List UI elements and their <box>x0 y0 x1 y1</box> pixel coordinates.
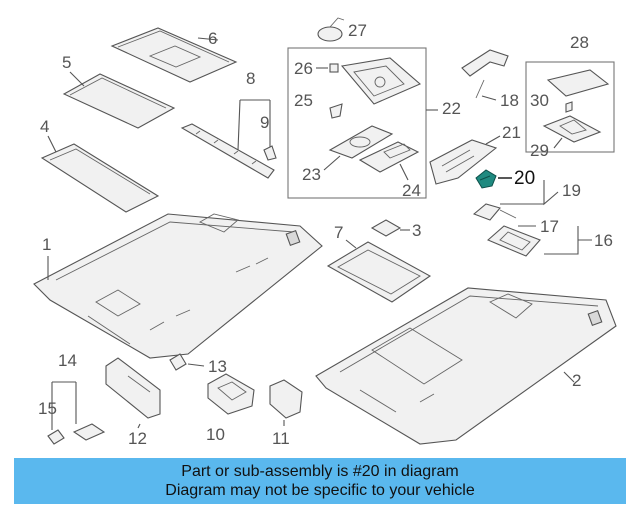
callout-15: 15 <box>38 399 57 418</box>
callout-18: 18 <box>500 91 519 110</box>
part-13-bolt <box>169 353 187 371</box>
part-26-clip <box>329 63 339 73</box>
callout-27: 27 <box>348 21 367 40</box>
part-14-holder <box>72 423 106 441</box>
part-4-pad <box>40 143 160 213</box>
callout-28: 28 <box>570 33 589 52</box>
part-7-seal <box>326 241 432 303</box>
callout-10: 10 <box>206 425 225 444</box>
part-23-lens <box>328 125 394 159</box>
leader-5 <box>69 71 85 87</box>
callout-22: 22 <box>442 99 461 118</box>
callout-5: 5 <box>62 53 71 72</box>
callout-30: 30 <box>530 91 549 110</box>
callout-24: 24 <box>402 181 421 200</box>
part-3-clip <box>370 219 402 237</box>
callout-25: 25 <box>294 91 313 110</box>
part-19-wire <box>472 203 517 221</box>
callout-6: 6 <box>208 29 217 48</box>
part-15-clip <box>47 429 65 445</box>
leader-7 <box>345 239 357 249</box>
part-8-rail <box>180 123 275 179</box>
callout-26: 26 <box>294 59 313 78</box>
leader-18 <box>481 95 497 101</box>
part-27-lamp <box>317 17 345 42</box>
part-6-panel <box>110 27 238 83</box>
callout-9: 9 <box>260 113 269 132</box>
callout-23: 23 <box>302 165 321 184</box>
leader-13 <box>187 363 205 367</box>
banner-line-1: Part or sub-assembly is #20 in diagram <box>181 463 459 480</box>
part-25-bulb <box>329 103 343 119</box>
leader-16 <box>544 226 592 255</box>
part-2-headliner <box>315 287 617 445</box>
callout-3: 3 <box>412 221 421 240</box>
part-24-lens <box>358 141 420 173</box>
parts-diagram: 6 5 4 8 9 1 27 22 <box>33 17 617 448</box>
leader-29 <box>553 137 563 149</box>
part-9-clip <box>263 145 277 161</box>
part-11-cover <box>269 379 303 419</box>
part-28-lamp <box>546 69 610 97</box>
part-12-visor <box>105 357 161 419</box>
leader-2 <box>563 371 575 383</box>
part-1-headliner <box>33 213 323 359</box>
part-29-lens <box>542 115 602 143</box>
callout-20: 20 <box>514 168 535 189</box>
callout-7: 7 <box>334 223 343 242</box>
leader-12 <box>137 423 141 429</box>
callout-4: 4 <box>40 117 49 136</box>
callout-2: 2 <box>572 371 581 390</box>
banner-line-2: Diagram may not be specific to your vehi… <box>165 482 475 499</box>
part-10-holder <box>207 373 255 415</box>
callout-13: 13 <box>208 357 227 376</box>
info-banner: Part or sub-assembly is #20 in diagram D… <box>14 458 626 504</box>
leader-6 <box>197 37 219 41</box>
leader-4 <box>47 135 57 153</box>
leader-24 <box>399 163 409 181</box>
group-box-28 <box>525 61 615 153</box>
callout-11: 11 <box>272 429 290 448</box>
callout-19: 19 <box>562 181 581 200</box>
leader-23 <box>323 155 341 171</box>
callout-8: 8 <box>246 69 255 88</box>
callout-16: 16 <box>594 231 613 250</box>
part-21-bracket <box>429 139 498 185</box>
callout-12: 12 <box>128 429 147 448</box>
leader-19 <box>500 180 559 206</box>
part-18-handle <box>461 49 509 99</box>
callout-1: 1 <box>42 235 51 254</box>
callout-14: 14 <box>58 351 77 370</box>
callout-17: 17 <box>540 217 559 236</box>
part-17-lamp <box>486 225 541 257</box>
leader-21 <box>485 135 501 145</box>
part-20-highlighted <box>475 169 497 189</box>
callout-21: 21 <box>502 123 521 142</box>
callout-29: 29 <box>530 141 549 160</box>
leader-14 <box>51 381 77 430</box>
part-5-pad <box>62 73 176 129</box>
part-22-console <box>340 57 422 105</box>
part-30-bulb <box>565 101 573 113</box>
group-box-22 <box>287 47 427 199</box>
